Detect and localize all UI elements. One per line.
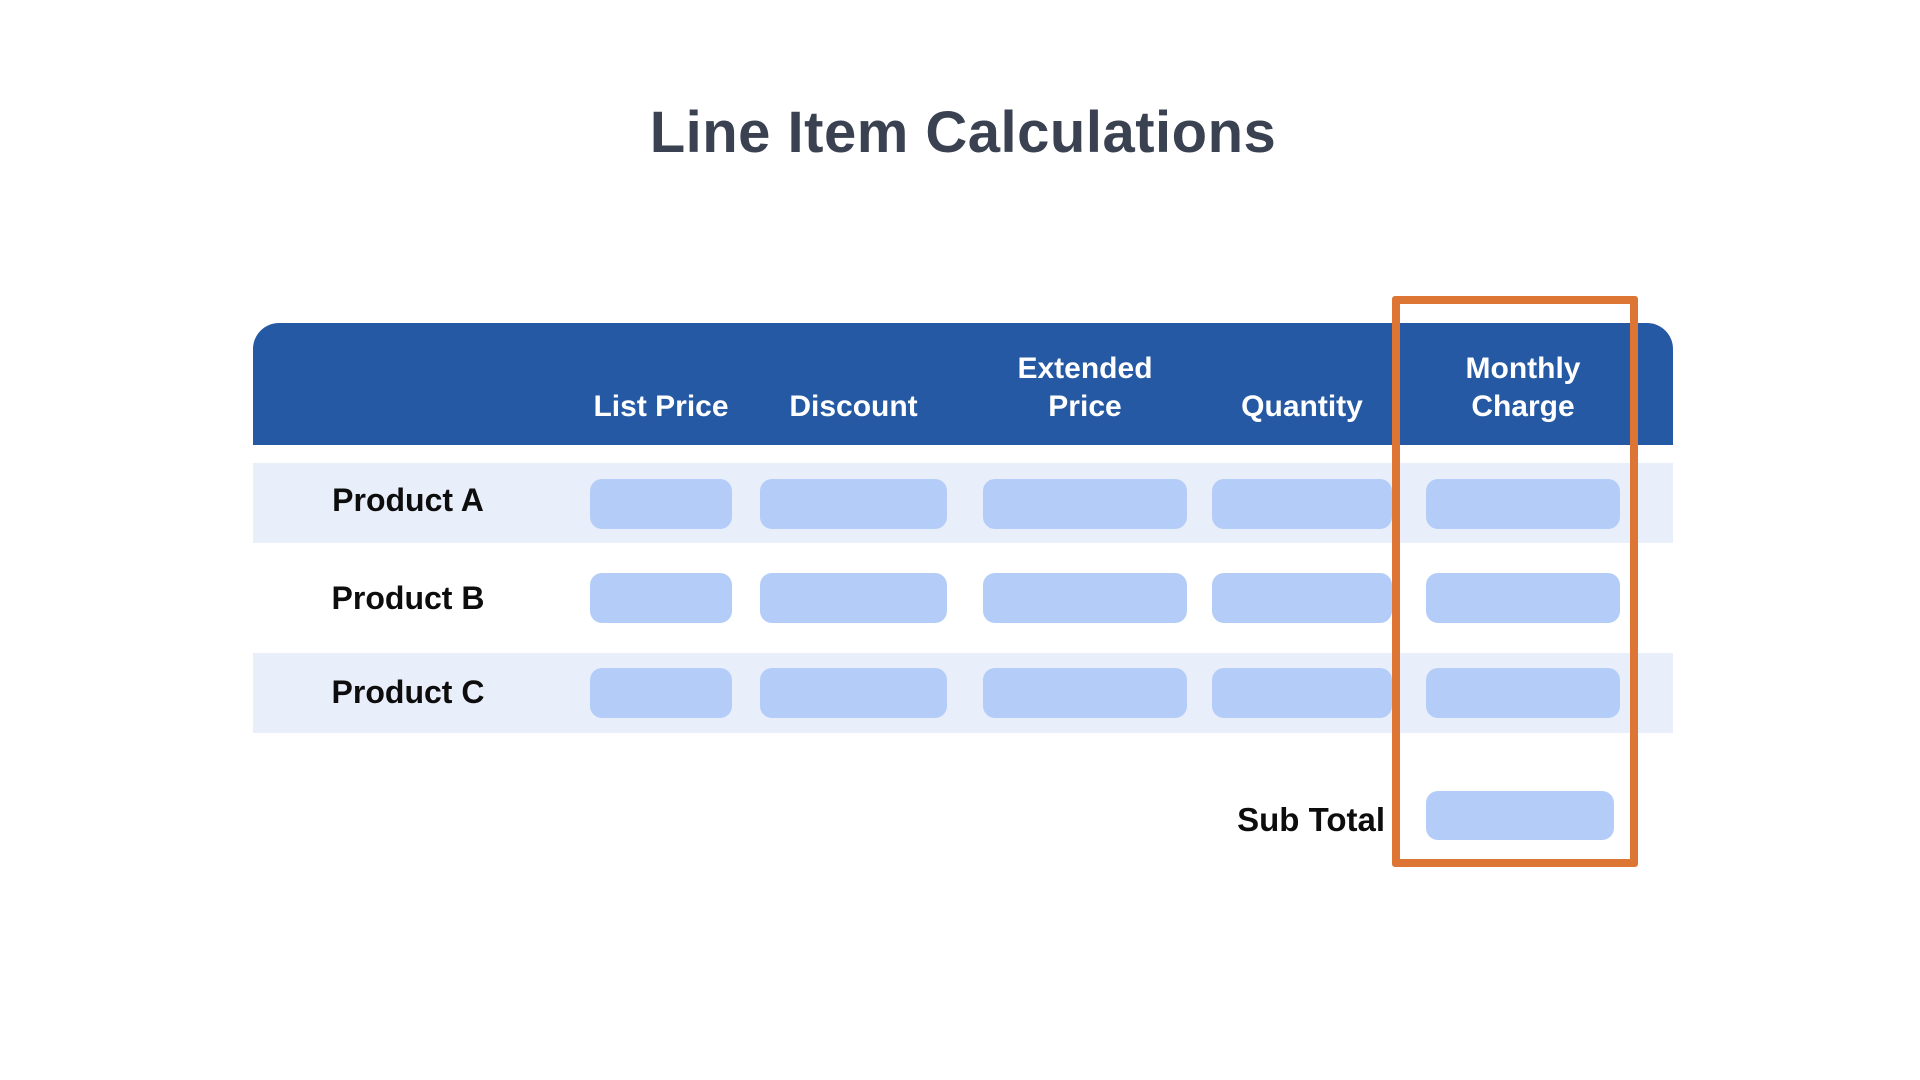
highlight-box-monthly-charge [1392, 296, 1638, 867]
pill-product-c-extended-price [983, 668, 1187, 718]
pill-product-c-list-price [590, 668, 732, 718]
pill-product-c-quantity [1212, 668, 1392, 718]
column-header-extended-price: Extended Price [1017, 352, 1153, 423]
pill-product-a-discount [760, 479, 947, 529]
pill-product-a-list-price [590, 479, 732, 529]
pill-product-a-monthly-charge [1426, 479, 1620, 529]
page-title: Line Item Calculations [649, 100, 1277, 165]
subtotal-label: Sub Total [1237, 801, 1385, 838]
column-header-list-price: List Price [593, 390, 729, 423]
row-label-product-a: Product A [332, 482, 484, 518]
pill-product-b-discount [760, 573, 947, 623]
pill-product-b-quantity [1212, 573, 1392, 623]
table-header: List Price Discount Extended Price Quant… [253, 323, 1673, 445]
column-header-monthly-charge: Monthly Charge [1465, 352, 1581, 423]
pill-product-a-extended-price [983, 479, 1187, 529]
pill-product-a-quantity [1212, 479, 1392, 529]
pill-product-b-extended-price [983, 573, 1187, 623]
row-label-product-b: Product B [331, 580, 485, 616]
row-label-product-c: Product C [331, 674, 485, 710]
pill-product-c-monthly-charge [1426, 668, 1620, 718]
pill-product-b-list-price [590, 573, 732, 623]
column-header-quantity: Quantity [1241, 390, 1363, 423]
pill-product-c-discount [760, 668, 947, 718]
column-header-discount: Discount [789, 390, 918, 423]
pill-subtotal-monthly-charge [1426, 791, 1614, 840]
pill-product-b-monthly-charge [1426, 573, 1620, 623]
